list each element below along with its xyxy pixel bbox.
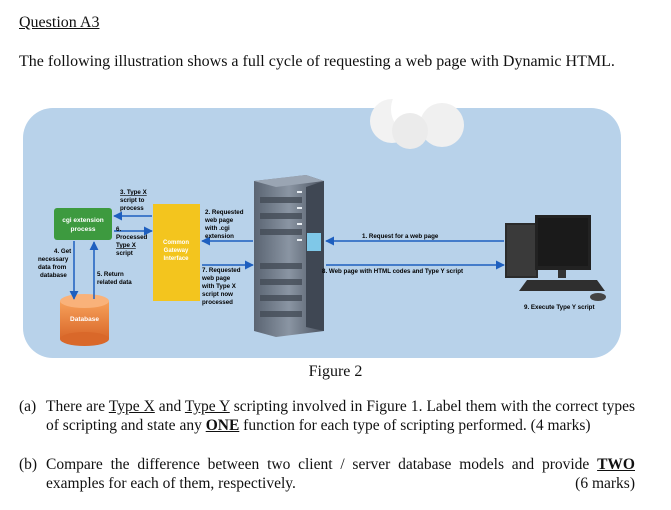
- label-2-line-3: with .cgi: [204, 225, 230, 232]
- server-tower-icon: [254, 175, 324, 337]
- label-4-line-3: data from: [38, 264, 67, 271]
- database-label: Database: [70, 316, 99, 323]
- question-a-label: (a): [19, 398, 37, 415]
- cgi-label-line-2: process: [71, 226, 96, 233]
- question-a: (a) There are Type X and Type Y scriptin…: [19, 397, 635, 435]
- label-6-line-1: 6.: [116, 226, 121, 233]
- database-icon: Database: [60, 294, 109, 346]
- label-7-line-1: 7. Requested: [202, 267, 241, 274]
- question-heading: Question A3: [19, 14, 100, 31]
- label-9: 9. Execute Type Y script: [524, 304, 595, 311]
- figure-caption: Figure 2: [308, 363, 363, 380]
- question-b-text: Compare the difference between two clien…: [46, 456, 635, 492]
- label-2-line-1: 2. Requested: [205, 209, 244, 216]
- intro-text: The following illustration shows a full …: [19, 53, 615, 70]
- gateway-label-line-2: Gateway: [164, 248, 189, 254]
- question-b-marks: (6 marks): [575, 475, 635, 492]
- dynamic-html-cycle-figure: cgi extension process Common Gateway Int…: [23, 83, 621, 358]
- label-7-line-2: web page: [201, 275, 231, 282]
- label-2-line-2: web page: [204, 217, 234, 224]
- label-7-line-5: processed: [202, 299, 233, 306]
- cloud-icon: [370, 83, 464, 149]
- gateway-label-line-3: Interface: [163, 256, 189, 262]
- label-3-line-3: process: [120, 205, 144, 212]
- label-6-line-4: script: [116, 250, 133, 257]
- label-3-line-2: script to: [120, 197, 145, 204]
- label-1: 1. Request for a web page: [362, 233, 439, 240]
- label-5-line-2: related data: [97, 279, 132, 286]
- cgi-label-line-1: cgi extension: [62, 217, 104, 224]
- label-3-line-1: 3. Type X: [120, 189, 148, 196]
- question-b: (b) Compare the difference between two c…: [19, 455, 635, 493]
- label-8: 8. Web page with HTML codes and Type Y s…: [322, 268, 463, 275]
- question-b-label: (b): [19, 456, 38, 473]
- label-7-line-3: with Type X: [201, 283, 237, 290]
- label-7-line-4: script now: [202, 291, 233, 298]
- label-2-line-4: extension: [205, 233, 234, 240]
- question-a-text: There are Type X and Type Y scripting in…: [46, 398, 636, 434]
- label-4-line-1: 4. Get: [54, 248, 71, 255]
- gateway-label-line-1: Common: [163, 240, 189, 246]
- common-gateway-interface-box: Common Gateway Interface: [153, 204, 200, 301]
- label-5-line-1: 5. Return: [97, 271, 124, 278]
- label-6-line-2: Processed: [116, 234, 148, 241]
- flow-arrows: [69, 211, 505, 300]
- label-4-line-4: database: [40, 272, 67, 279]
- client-computer-icon: [505, 215, 606, 301]
- label-6-line-3: Type X: [116, 242, 137, 249]
- cgi-extension-box: cgi extension process: [54, 208, 112, 240]
- label-4-line-2: necessary: [38, 256, 69, 263]
